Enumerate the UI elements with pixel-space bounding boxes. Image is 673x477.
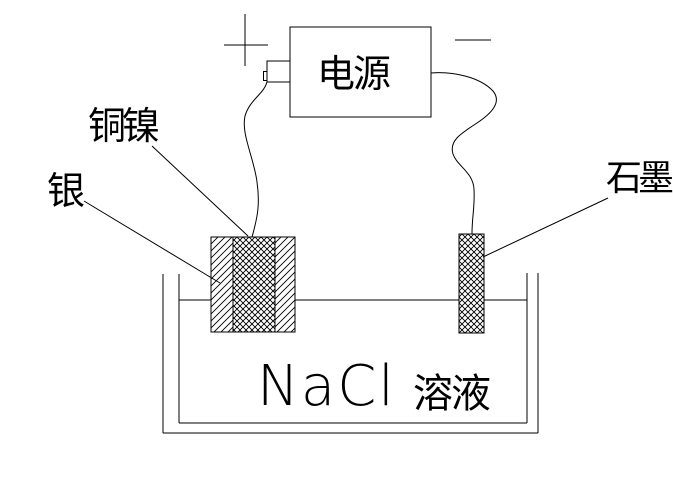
- left-electrode-silver-layer-right: [275, 237, 295, 332]
- left-electrode-silver-layer-left: [211, 237, 233, 332]
- silver-label: 银: [47, 169, 85, 213]
- left-electrode: [210, 236, 296, 333]
- graphite-label: 石墨: [606, 158, 673, 199]
- power-supply-label: 电源: [317, 52, 390, 96]
- left-electrode-copper-nickel-core: [233, 237, 275, 332]
- silver-leader-line: [83, 200, 221, 284]
- solution-suffix: 溶液: [413, 371, 490, 417]
- solution-formula: NaCl: [257, 354, 396, 419]
- plus-symbol: +: [224, 14, 268, 66]
- graphite-leader-line: [482, 197, 609, 258]
- graphite-electrode: [458, 233, 485, 334]
- beaker: [162, 273, 539, 434]
- left-wire: [243, 81, 268, 238]
- power-plug: [263, 60, 291, 83]
- copper-nickel-leader-line: [151, 145, 249, 237]
- right-wire: [430, 72, 497, 235]
- copper-nickel-label: 铜镍: [88, 104, 159, 148]
